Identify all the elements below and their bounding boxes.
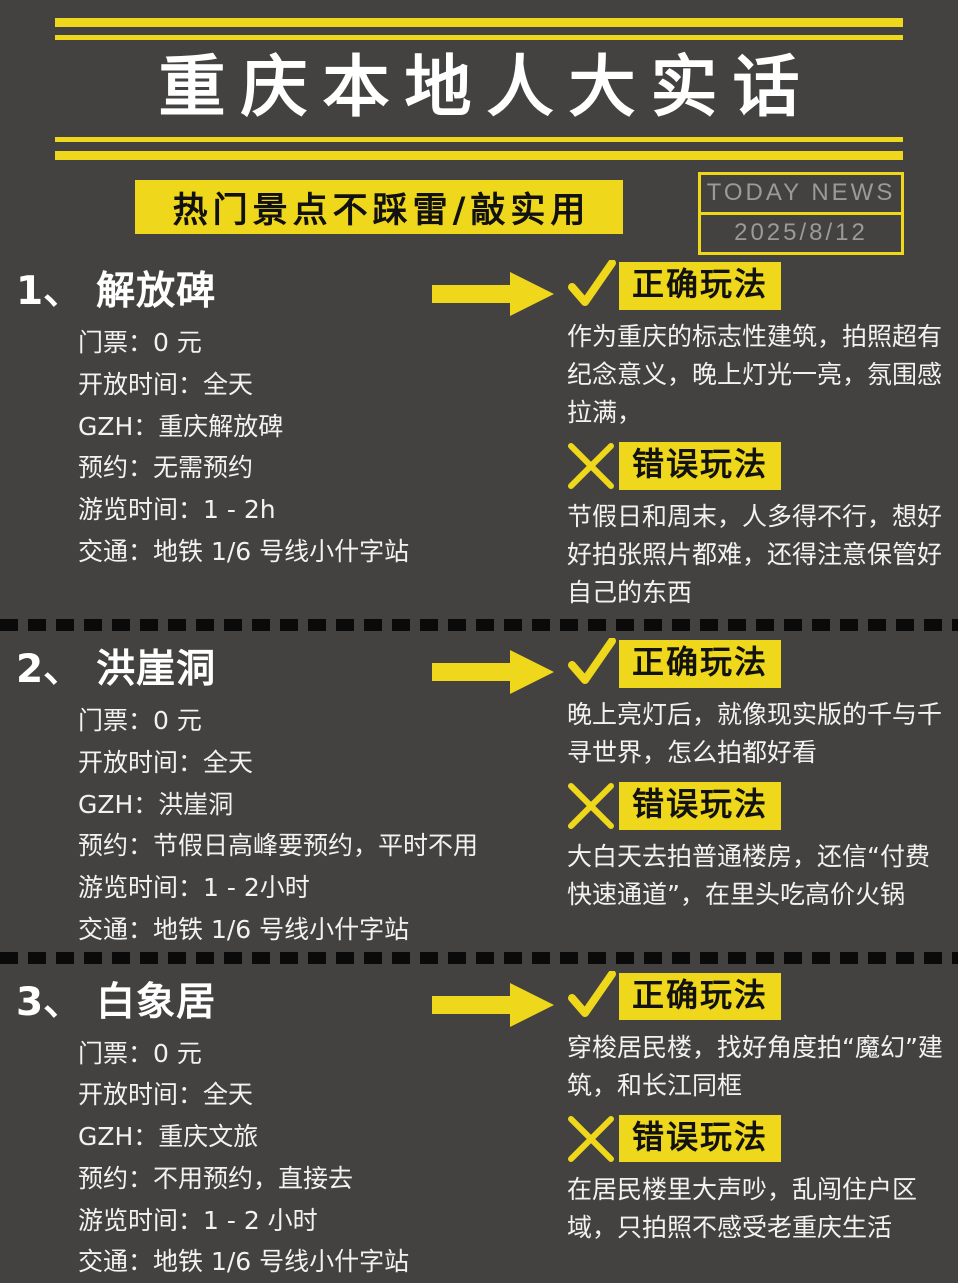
header-top-rules <box>55 18 903 40</box>
rule-thick-bottom <box>55 151 903 160</box>
correct-badge-label: 正确玩法 <box>619 640 781 688</box>
correct-badge-label: 正确玩法 <box>619 262 781 310</box>
wrong-badge-label: 错误玩法 <box>619 442 781 490</box>
subtitle-banner: 热门景点不踩雷/敲实用 <box>135 180 623 234</box>
poi-detail-row: 预约：节假日高峰要预约，平时不用 <box>78 825 470 867</box>
wrong-description: 在居民楼里大声吵，乱闯住户区域，只拍照不感受老重庆生活 <box>567 1171 946 1247</box>
wrong-badge-row: 错误玩法 <box>565 778 946 834</box>
poi-detail-row: GZH：重庆文旅 <box>78 1116 470 1158</box>
poi-detail-row: 开放时间：全天 <box>78 364 470 406</box>
poi-title: 3、白象居 <box>16 971 470 1027</box>
header-bottom-rules <box>55 137 903 160</box>
correct-badge-row: 正确玩法 <box>565 258 946 314</box>
poi-index: 1、 <box>16 269 82 314</box>
rule-thick-top <box>55 18 903 27</box>
poi-advice-column: 正确玩法作为重庆的标志性建筑，拍照超有纪念意义，晚上灯光一亮，氛围感拉满， 错误玩… <box>565 254 958 618</box>
section-divider <box>0 618 958 632</box>
check-icon <box>565 971 617 1023</box>
arrow-right-icon <box>432 650 554 694</box>
poi-title: 1、解放碑 <box>16 260 470 316</box>
wrong-description: 节假日和周末，人多得不行，想好好拍张照片都难，还得注意保管好自己的东西 <box>567 498 946 612</box>
correct-badge-label: 正确玩法 <box>619 973 781 1021</box>
poi-detail-row: 游览时间：1 - 2 小时 <box>78 1200 470 1242</box>
poi-detail-row: 门票：0 元 <box>78 322 470 364</box>
poi-detail-row: 游览时间：1 - 2h <box>78 489 470 531</box>
wrong-badge-row: 错误玩法 <box>565 1111 946 1167</box>
poi-index: 2、 <box>16 647 82 692</box>
poi-name: 白象居 <box>96 980 216 1025</box>
correct-description: 作为重庆的标志性建筑，拍照超有纪念意义，晚上灯光一亮，氛围感拉满， <box>567 318 946 432</box>
poi-detail-row: 游览时间：1 - 2小时 <box>78 867 470 909</box>
poi-detail-row: 开放时间：全天 <box>78 742 470 784</box>
page-title: 重庆本地人大实话 <box>0 40 958 137</box>
poi-index: 3、 <box>16 980 82 1025</box>
check-icon <box>565 638 617 690</box>
poi-advice-column: 正确玩法晚上亮灯后，就像现实版的千与千寻世界，怎么拍都好看错误玩法大白天去拍普通… <box>565 632 958 920</box>
poi-detail-row: 交通：地铁 1/6 号线小什字站 <box>78 909 470 951</box>
poi-title: 2、洪崖洞 <box>16 638 470 694</box>
cross-icon <box>565 780 617 832</box>
poi-detail-row: 门票：0 元 <box>78 1033 470 1075</box>
wrong-badge-label: 错误玩法 <box>619 782 781 830</box>
poi-name: 解放碑 <box>96 269 216 314</box>
cross-icon <box>565 1113 617 1165</box>
section-divider <box>0 951 958 965</box>
cross-icon <box>565 440 617 492</box>
page-header: 重庆本地人大实话 热门景点不踩雷/敲实用 TODAY NEWS 2025/8/1… <box>0 0 958 254</box>
today-news-label: TODAY NEWS <box>701 175 901 215</box>
poi-detail-row: 预约：无需预约 <box>78 447 470 489</box>
arrow-right-icon <box>432 983 554 1027</box>
wrong-description: 大白天去拍普通楼房，还信“付费快速通道”，在里头吃高价火锅 <box>567 838 946 914</box>
correct-badge-row: 正确玩法 <box>565 636 946 692</box>
poi-detail-row: 交通：地铁 1/6 号线小什字站 <box>78 1241 470 1283</box>
poi-name: 洪崖洞 <box>96 647 216 692</box>
poi-detail-row: 交通：地铁 1/6 号线小什字站 <box>78 531 470 573</box>
arrow-right-icon <box>432 272 554 316</box>
wrong-badge-label: 错误玩法 <box>619 1115 781 1163</box>
correct-badge-row: 正确玩法 <box>565 969 946 1025</box>
correct-description: 穿梭居民楼，找好角度拍“魔幻”建筑，和长江同框 <box>567 1029 946 1105</box>
poi-detail-row: GZH：洪崖洞 <box>78 784 470 826</box>
today-news-date: 2025/8/12 <box>701 215 901 252</box>
subhead-row: 热门景点不踩雷/敲实用 TODAY NEWS 2025/8/12 <box>0 172 958 254</box>
poi-advice-column: 正确玩法穿梭居民楼，找好角度拍“魔幻”建筑，和长江同框错误玩法在居民楼里大声吵，… <box>565 965 958 1253</box>
today-news-badge: TODAY NEWS 2025/8/12 <box>698 172 904 255</box>
wrong-badge-row: 错误玩法 <box>565 438 946 494</box>
poi-detail-row: 开放时间：全天 <box>78 1074 470 1116</box>
correct-description: 晚上亮灯后，就像现实版的千与千寻世界，怎么拍都好看 <box>567 696 946 772</box>
poi-detail-row: 预约：不用预约，直接去 <box>78 1158 470 1200</box>
poi-detail-row: GZH：重庆解放碑 <box>78 406 470 448</box>
check-icon <box>565 260 617 312</box>
poi-detail-row: 门票：0 元 <box>78 700 470 742</box>
